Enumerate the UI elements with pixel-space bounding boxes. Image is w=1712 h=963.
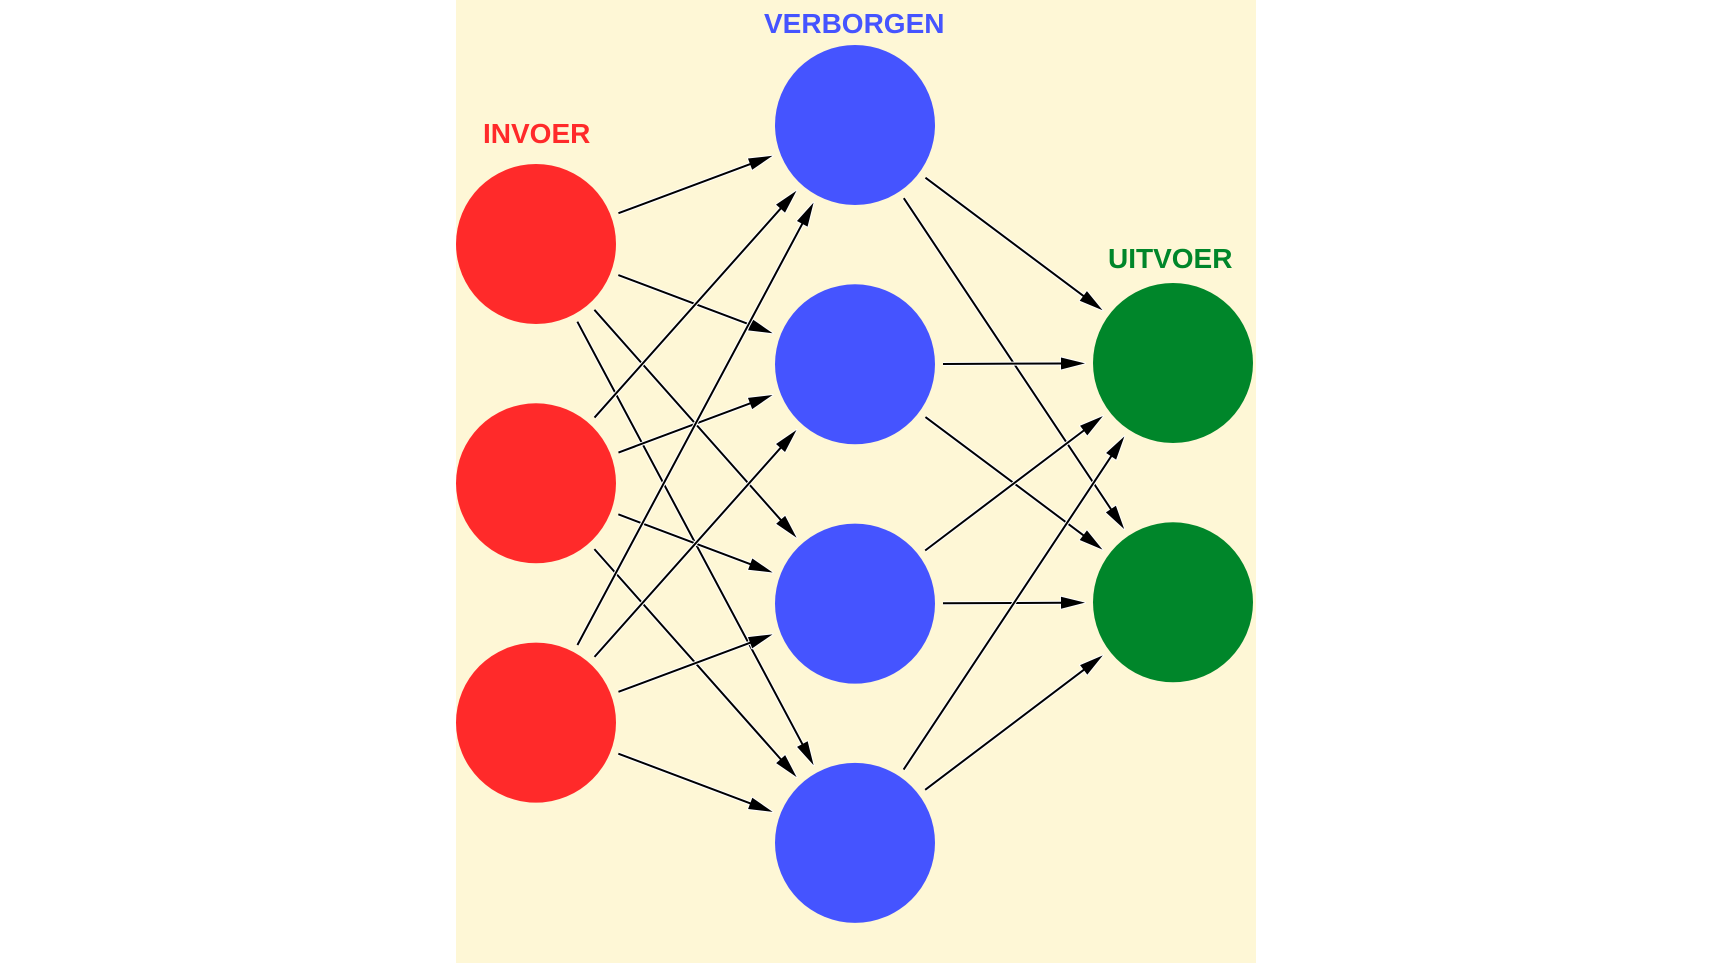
edge-line xyxy=(617,752,753,806)
arrowhead-icon xyxy=(1080,655,1103,675)
edge-line xyxy=(576,321,805,747)
edge-line xyxy=(924,428,1086,552)
edge-input3-to-hidden3 xyxy=(617,633,774,694)
edge-line xyxy=(618,401,753,454)
edge-line xyxy=(902,197,1113,512)
hidden-node-2 xyxy=(775,284,935,445)
edge-input2-to-hidden1 xyxy=(593,189,798,419)
edge-input3-to-hidden2 xyxy=(593,429,798,659)
arrowhead-icon xyxy=(1079,291,1103,311)
edge-line xyxy=(617,274,753,327)
edge-hidden3-to-output2 xyxy=(942,595,1087,610)
connections-group xyxy=(575,154,1126,813)
edge-input3-to-hidden4 xyxy=(617,751,774,813)
hidden-node-4 xyxy=(775,762,935,923)
edge-line xyxy=(593,445,783,658)
edge-input3-to-hidden1 xyxy=(575,201,815,646)
arrowhead-icon xyxy=(748,319,773,334)
arrowhead-icon xyxy=(747,395,773,410)
arrowhead-icon xyxy=(796,202,814,227)
arrowhead-icon xyxy=(1106,436,1125,460)
edge-line xyxy=(902,454,1114,771)
edge-input1-to-hidden1 xyxy=(617,154,774,216)
arrowhead-icon xyxy=(1079,530,1103,550)
edge-line xyxy=(618,641,753,693)
edge-input1-to-hidden2 xyxy=(617,273,774,335)
output-node-2 xyxy=(1093,522,1253,683)
arrowhead-icon xyxy=(776,190,797,213)
edge-hidden2-to-output2 xyxy=(924,415,1104,551)
arrowhead-icon xyxy=(797,741,814,766)
nodes-group xyxy=(456,45,1253,923)
edge-hidden4-to-output2 xyxy=(923,654,1104,792)
arrowhead-icon xyxy=(776,430,797,452)
input-node-2 xyxy=(456,403,616,564)
edge-input1-to-hidden3 xyxy=(592,308,798,539)
edge-line xyxy=(618,162,753,215)
arrowhead-icon xyxy=(748,558,773,573)
edge-line xyxy=(593,309,783,522)
arrowhead-icon xyxy=(1080,416,1103,436)
arrowhead-icon xyxy=(776,515,797,538)
arrowhead-icon xyxy=(776,755,797,778)
edge-line xyxy=(924,176,1086,298)
edge-line xyxy=(576,221,805,646)
arrowhead-icon xyxy=(747,634,773,649)
arrowhead-icon xyxy=(1060,357,1086,370)
edge-line xyxy=(924,416,1086,538)
arrowhead-icon xyxy=(748,797,773,812)
input-layer-label: INVOER xyxy=(483,118,590,149)
edge-hidden2-to-output1 xyxy=(942,356,1087,371)
output-node-1 xyxy=(1093,283,1253,443)
arrowhead-icon xyxy=(1060,596,1086,609)
edge-line xyxy=(593,206,783,419)
edge-input2-to-hidden4 xyxy=(592,547,798,779)
edge-line xyxy=(593,548,783,762)
input-node-1 xyxy=(456,164,616,324)
edge-hidden3-to-output1 xyxy=(923,415,1104,553)
edge-input2-to-hidden2 xyxy=(617,394,774,455)
hidden-node-3 xyxy=(775,523,935,684)
output-layer-label: UITVOER xyxy=(1108,243,1232,274)
hidden-layer-label: VERBORGEN xyxy=(764,8,944,39)
input-node-3 xyxy=(456,642,616,803)
edge-hidden1-to-output1 xyxy=(924,176,1104,312)
edge-hidden4-to-output1 xyxy=(901,435,1126,771)
edge-hidden1-to-output2 xyxy=(902,197,1126,531)
arrowhead-icon xyxy=(747,155,773,170)
arrowhead-icon xyxy=(1105,505,1125,530)
edge-line xyxy=(924,667,1086,791)
hidden-node-1 xyxy=(775,45,935,205)
